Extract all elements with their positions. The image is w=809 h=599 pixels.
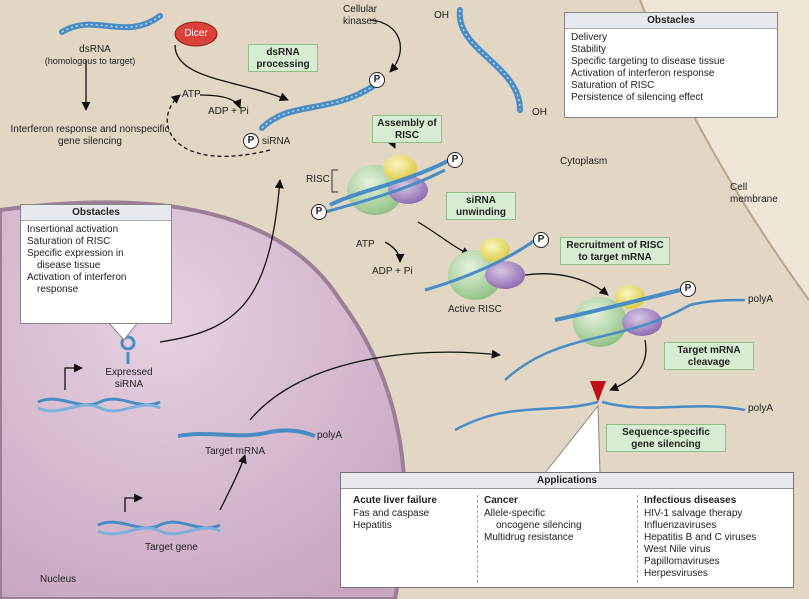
applications-title: Applications bbox=[341, 473, 793, 489]
arrow-mrna-export bbox=[249, 349, 501, 421]
dsrna-sublabel: (homologous to target) bbox=[44, 56, 136, 66]
arrow-atp-2 bbox=[384, 241, 405, 263]
cell-membrane-label: Cell membrane bbox=[730, 182, 778, 205]
obstacle-item: Specific expression in bbox=[27, 248, 124, 259]
obstacle-item: Specific targeting to disease tissue bbox=[571, 56, 725, 67]
applications-column-title: Cancer bbox=[484, 495, 518, 506]
arrow-to-recruited bbox=[524, 273, 609, 296]
applications-column-title: Acute liver failure bbox=[353, 495, 437, 506]
phosphate-marker: P bbox=[447, 152, 463, 168]
obstacles-nucleus-box: Obstacles Insertional activation Saturat… bbox=[20, 204, 172, 324]
application-item: Fas and caspase bbox=[353, 508, 430, 519]
phosphorylated-strand-rungs bbox=[459, 9, 521, 111]
cleaved-mrna-right bbox=[601, 400, 746, 412]
arrow-kinases bbox=[369, 19, 401, 73]
dsrna-label: dsRNA bbox=[79, 44, 111, 55]
arrow-expressed-sirna bbox=[159, 179, 284, 343]
cellular-kinases-label: Cellular kinases bbox=[343, 4, 377, 27]
sirna-label: siRNA bbox=[262, 136, 291, 147]
application-item: Papillomaviruses bbox=[644, 556, 720, 567]
expressed-sirna-hairpin bbox=[120, 335, 136, 364]
adp-pi-label-2: ADP + Pi bbox=[372, 266, 413, 277]
dsrna-strand-rungs bbox=[61, 15, 161, 33]
arrow-to-cleavage bbox=[609, 339, 647, 392]
cytoplasm-label: Cytoplasm bbox=[560, 156, 608, 167]
phosphate-marker: P bbox=[243, 133, 259, 149]
cleaved-mrna-left bbox=[454, 400, 599, 432]
phosphate-marker: P bbox=[680, 281, 696, 297]
step-sirna-unwinding: siRNA unwinding bbox=[446, 192, 516, 220]
application-item: Allele-specific bbox=[484, 508, 546, 519]
obstacle-item: Persistence of silencing effect bbox=[571, 92, 704, 103]
target-gene-label: Target gene bbox=[145, 542, 198, 553]
active-risc-label: Active RISC bbox=[448, 304, 502, 315]
applications-column-title: Infectious diseases bbox=[644, 495, 737, 506]
application-item: West Nile virus bbox=[644, 544, 711, 555]
obstacle-item: response bbox=[37, 284, 79, 295]
step-target-mrna-cleavage: Target mRNA cleavage bbox=[664, 342, 754, 370]
obstacle-item: Delivery bbox=[571, 32, 608, 43]
phosphate-marker: P bbox=[311, 204, 327, 220]
step-assembly-of-risc: Assembly of RISC bbox=[372, 115, 442, 143]
applications-column: Infectious diseases HIV-1 salvage therap… bbox=[637, 495, 791, 583]
dicer-label: Dicer bbox=[184, 28, 208, 39]
step-recruitment-of-risc: Recruitment of RISC to target mRNA bbox=[560, 237, 670, 265]
polya-label-2: polyA bbox=[748, 403, 774, 414]
target-mrna-strand bbox=[177, 428, 316, 438]
phosphate-marker: P bbox=[533, 232, 549, 248]
interferon-response-label: Interferon response and nonspecific gene… bbox=[10, 124, 170, 147]
expressed-sirna-label: Expressed siRNA bbox=[105, 367, 153, 390]
dicer-enzyme bbox=[174, 21, 218, 47]
active-risc-complex bbox=[424, 238, 536, 300]
obstacles-cytoplasm-box: Obstacles Delivery Stability Specific ta… bbox=[564, 12, 778, 118]
nucleus-label: Nucleus bbox=[40, 574, 77, 585]
sirna-strand-rungs bbox=[261, 84, 376, 129]
arrow-dsrna-to-sirna bbox=[174, 44, 289, 102]
obstacle-item: Activation of interferon bbox=[27, 272, 127, 283]
atp-label-1: ATP bbox=[182, 89, 201, 100]
obstacle-item: Insertional activation bbox=[27, 224, 119, 235]
atp-label-2: ATP bbox=[356, 239, 375, 250]
step-dsrna-processing: dsRNA processing bbox=[248, 44, 318, 72]
arrow-atp-1 bbox=[199, 94, 242, 109]
obstacle-item: Saturation of RISC bbox=[27, 236, 111, 247]
polya-label-1: polyA bbox=[748, 294, 774, 305]
arrow-promoter-sirna bbox=[64, 363, 83, 390]
applications-box: Applications Acute liver failure Fas and… bbox=[340, 472, 794, 588]
application-item: Multidrug resistance bbox=[484, 532, 574, 543]
arrow-interferon-dashed bbox=[166, 94, 271, 157]
phosphate-marker: P bbox=[369, 72, 385, 88]
application-item: Influenzaviruses bbox=[644, 520, 717, 531]
applications-column: Acute liver failure Fas and caspase Hepa… bbox=[347, 495, 475, 583]
risc-label: RISC bbox=[306, 174, 330, 185]
applications-column: Cancer Allele-specific oncogene silencin… bbox=[477, 495, 637, 583]
obstacle-item: disease tissue bbox=[37, 260, 101, 271]
application-item: HIV-1 salvage therapy bbox=[644, 508, 743, 519]
application-item: Hepatitis bbox=[353, 520, 392, 531]
obstacle-item: Stability bbox=[571, 44, 607, 55]
obstacle-item: Saturation of RISC bbox=[571, 80, 655, 91]
target-mrna-label: Target mRNA bbox=[205, 446, 266, 457]
step-sequence-specific-silencing: Sequence-specific gene silencing bbox=[606, 424, 726, 452]
obstacle-item: Activation of interferon response bbox=[571, 68, 715, 79]
application-item: oncogene silencing bbox=[496, 520, 582, 531]
polya-label-3: polyA bbox=[317, 430, 343, 441]
recruited-risc-complex bbox=[504, 285, 746, 381]
sirna-dna-strand-b bbox=[37, 403, 161, 413]
application-item: Herpesviruses bbox=[644, 568, 708, 579]
arrow-gene-to-mrna bbox=[219, 454, 247, 511]
arrow-promoter-gene bbox=[124, 493, 143, 512]
cleavage-marker bbox=[590, 381, 606, 402]
risc-complex-assembly bbox=[324, 155, 451, 215]
application-item: Hepatitis B and C viruses bbox=[644, 532, 757, 543]
adp-pi-label-1: ADP + Pi bbox=[208, 106, 249, 117]
oh-top-label: OH bbox=[434, 10, 449, 21]
obstacles-cytoplasm-title: Obstacles bbox=[565, 13, 777, 29]
obstacles-nucleus-title: Obstacles bbox=[21, 205, 171, 221]
target-gene-strand-b bbox=[97, 526, 221, 536]
oh-bottom-label: OH bbox=[532, 107, 547, 118]
